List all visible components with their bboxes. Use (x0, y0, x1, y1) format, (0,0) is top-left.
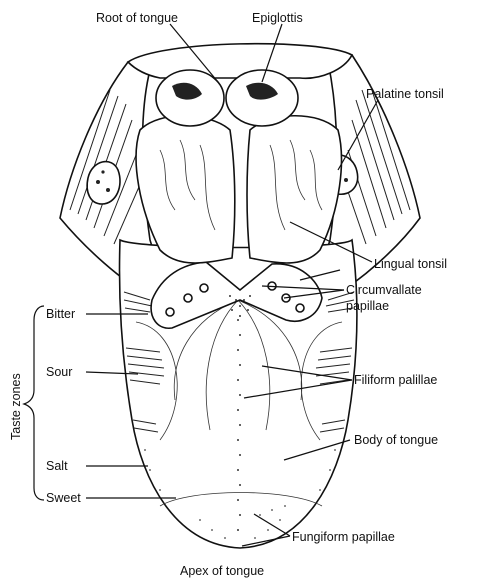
label-bitter: Bitter (46, 307, 75, 321)
left-palatine-tonsil-shape (87, 162, 120, 204)
label-lingual-tonsil: Lingual tonsil (374, 257, 447, 271)
label-sweet: Sweet (46, 491, 81, 505)
tongue-body (120, 240, 357, 548)
label-palatine-tonsil: Palatine tonsil (366, 87, 444, 101)
label-apex-of-tongue: Apex of tongue (180, 564, 264, 578)
taste-zones-bracket (24, 306, 44, 500)
lingual-tonsil-shape (136, 116, 341, 263)
label-salt: Salt (46, 459, 68, 473)
label-root-of-tongue: Root of tongue (96, 11, 178, 25)
label-circumvallate: Circumvallate (346, 283, 422, 297)
label-fungiform-papillae: Fungiform papillae (292, 530, 395, 544)
label-filiform-papillae: Filiform palillae (354, 373, 437, 387)
label-body-of-tongue: Body of tongue (354, 433, 438, 447)
label-sour: Sour (46, 365, 72, 379)
epiglottis-shape (128, 44, 352, 126)
label-epiglottis: Epiglottis (252, 11, 303, 25)
label-taste-zones: Taste zones (9, 373, 23, 440)
label-circumvallate-papillae: papillae (346, 299, 389, 313)
